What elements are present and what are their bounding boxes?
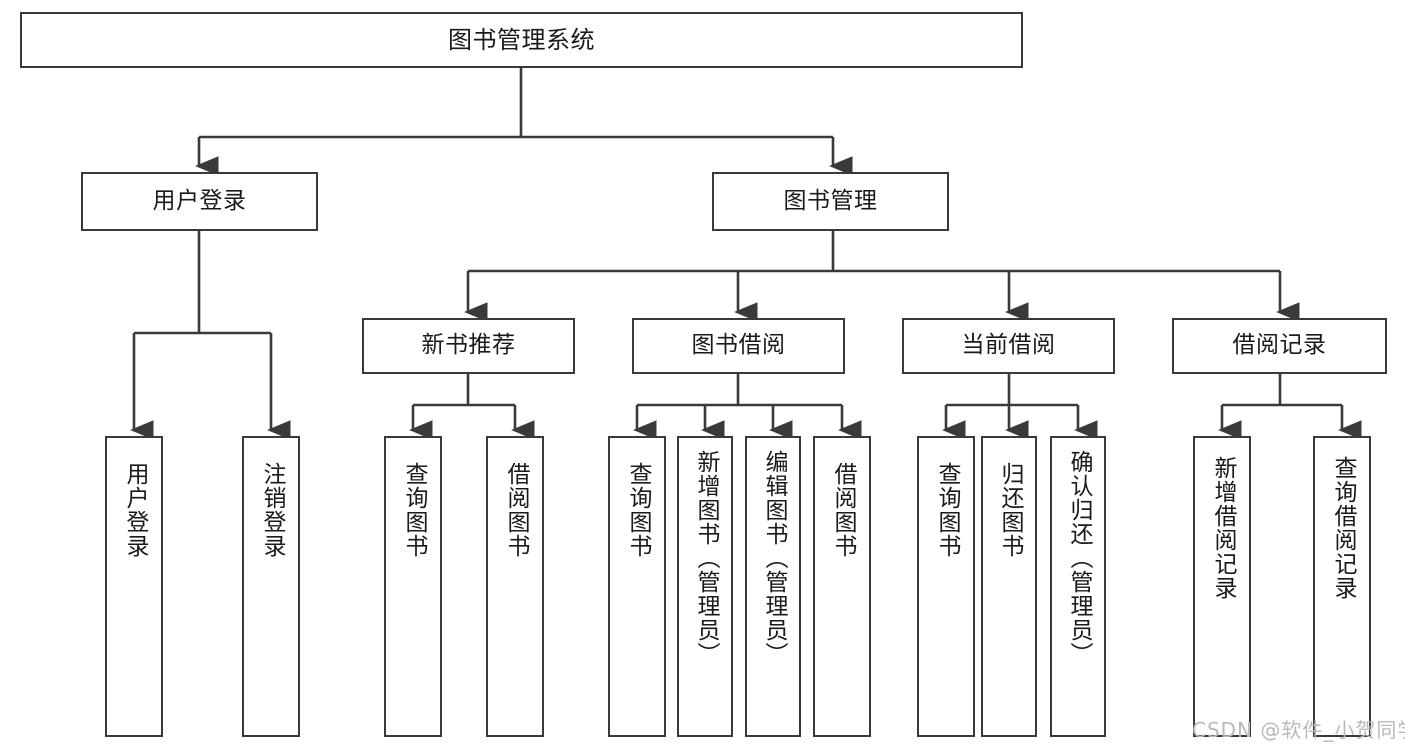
- node-leaf-edit-book[interactable]: 编辑图书（管理员）: [745, 436, 801, 737]
- node-label: 查询借阅记录: [1329, 456, 1356, 600]
- node-leaf-query-borrow-record[interactable]: 查询借阅记录: [1313, 436, 1371, 737]
- node-leaf-add-book[interactable]: 新增图书（管理员）: [677, 436, 733, 737]
- csdn-watermark: CSDN @软件_小贺同学: [1192, 718, 1405, 742]
- node-label: 编辑图书（管理员）: [760, 450, 787, 666]
- node-label: 查询图书: [933, 462, 960, 558]
- node-current-borrow[interactable]: 当前借阅: [902, 318, 1115, 374]
- node-leaf-query-book-1[interactable]: 查询图书: [384, 436, 442, 737]
- node-label: 新增图书（管理员）: [692, 450, 719, 666]
- node-label: 图书管理系统: [448, 25, 595, 54]
- node-label: 借阅记录: [1232, 332, 1327, 359]
- node-leaf-confirm-return[interactable]: 确认归还（管理员）: [1050, 436, 1106, 737]
- node-label: 借阅图书: [829, 462, 856, 558]
- node-label: 借阅图书: [502, 462, 529, 558]
- node-leaf-return-book[interactable]: 归还图书: [981, 436, 1037, 737]
- node-label: 归还图书: [996, 462, 1023, 558]
- node-leaf-query-book-3[interactable]: 查询图书: [917, 436, 975, 737]
- node-label: 当前借阅: [961, 332, 1056, 359]
- node-leaf-borrow-book-2[interactable]: 借阅图书: [813, 436, 871, 737]
- node-leaf-borrow-book-1[interactable]: 借阅图书: [486, 436, 544, 737]
- node-book-borrow[interactable]: 图书借阅: [632, 318, 845, 374]
- node-new-book-recommend[interactable]: 新书推荐: [362, 318, 575, 374]
- node-label: 确认归还（管理员）: [1065, 450, 1092, 666]
- node-book-manage[interactable]: 图书管理: [712, 172, 949, 231]
- node-leaf-add-borrow-record[interactable]: 新增借阅记录: [1193, 436, 1251, 737]
- node-label: 新书推荐: [421, 332, 516, 359]
- node-leaf-query-book-2[interactable]: 查询图书: [608, 436, 666, 737]
- node-label: 用户登录: [121, 462, 148, 558]
- node-borrow-record[interactable]: 借阅记录: [1172, 318, 1387, 374]
- node-leaf-logout-login[interactable]: 注销登录: [242, 436, 300, 737]
- node-label: 注销登录: [258, 462, 285, 558]
- node-root-system[interactable]: 图书管理系统: [20, 12, 1023, 68]
- node-user-login[interactable]: 用户登录: [81, 172, 318, 231]
- node-leaf-user-login[interactable]: 用户登录: [105, 436, 163, 737]
- node-label: 查询图书: [400, 462, 427, 558]
- node-label: 用户登录: [152, 187, 247, 214]
- node-label: 图书管理: [783, 187, 878, 214]
- node-label: 图书借阅: [691, 332, 786, 359]
- node-label: 新增借阅记录: [1209, 456, 1236, 600]
- node-label: 查询图书: [624, 462, 651, 558]
